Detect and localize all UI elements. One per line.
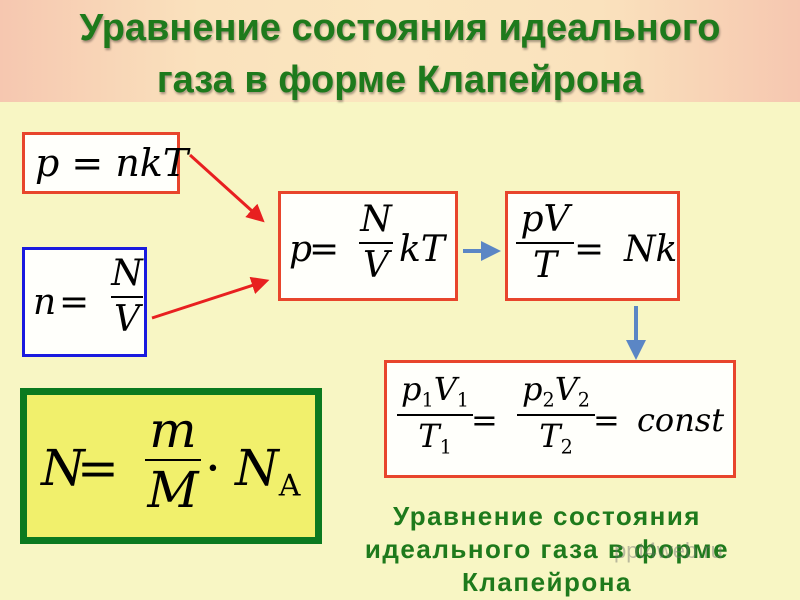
- denominator-V: V: [363, 245, 389, 286]
- title-banner: [0, 0, 800, 102]
- red-arrow-from-concentration: [151, 276, 270, 320]
- symbol-p: p: [289, 229, 313, 270]
- fraction-N-over-V: N V: [359, 202, 393, 284]
- equals-sign: =: [574, 229, 605, 270]
- watermark: ppt4web.ru: [614, 538, 723, 563]
- caption-line-1: Уравнение состояния: [393, 501, 701, 531]
- bottom-caption: Уравнение состояния идеального газа в фо…: [318, 500, 776, 599]
- symbol-p: p: [35, 141, 60, 185]
- pressure-formula: p = nkT: [35, 141, 188, 185]
- denominator-T1: T1: [418, 416, 452, 459]
- denominator-T2: T2: [539, 416, 573, 459]
- denominator-T: T: [532, 245, 557, 286]
- symbol-NA: NA: [235, 439, 301, 504]
- numerator-p2V2: p2V2: [521, 370, 591, 412]
- page-title: Уравнение состояния идеального газа в фо…: [0, 0, 800, 106]
- symbol-nkT: nkT: [115, 141, 189, 185]
- numerator-N: N: [360, 199, 392, 240]
- fraction-p2V2-over-T2: p2V2 T2: [517, 373, 595, 457]
- denominator-M: M: [147, 461, 199, 519]
- equals-sign-2: =: [593, 401, 620, 439]
- fraction-N-over-V: N V: [111, 256, 143, 338]
- denominator-V: V: [114, 299, 140, 340]
- symbol-const: const: [637, 401, 725, 439]
- numerator-N: N: [111, 253, 143, 294]
- caption-line-3: Клапейрона: [462, 567, 632, 597]
- equals-sign: =: [59, 141, 116, 185]
- dot-operator: ·: [205, 439, 221, 497]
- fraction-m-over-M: m M: [145, 405, 201, 515]
- title-line-1: Уравнение состояния идеального: [79, 7, 721, 49]
- symbol-n: n: [33, 282, 57, 323]
- particle-number-formula-box: N = m M · NA: [20, 388, 322, 544]
- pressure-formula-box: p = nkT: [22, 132, 188, 194]
- fraction-bar: [111, 296, 143, 298]
- numerator-pV: pV: [520, 199, 570, 240]
- red-arrow-from-pressure: [188, 153, 265, 223]
- numerator-m: m: [149, 401, 197, 459]
- title-line-2: газа в форме Клапейрона: [156, 59, 644, 101]
- pv-formula-box: pV T = Nk: [505, 191, 680, 301]
- concentration-formula-box: n = N V: [22, 247, 147, 357]
- caption-line-2: идеального газа в форме: [364, 534, 730, 564]
- clapeyron-formula-box: p1V1 T1 = p2V2 T2 = const: [384, 360, 736, 478]
- fraction-bar: [359, 242, 393, 244]
- numerator-p1V1: p1V1: [400, 370, 470, 412]
- combined-formula-box: p = N V kT: [278, 191, 458, 301]
- equals-sign-1: =: [471, 401, 498, 439]
- fraction-bar: [517, 413, 595, 416]
- fraction-bar: [145, 459, 201, 461]
- equals-sign: =: [59, 282, 90, 323]
- fraction-bar: [516, 242, 574, 244]
- fraction-bar: [397, 413, 473, 416]
- symbol-N: N: [41, 439, 85, 497]
- fraction-p1V1-over-T1: p1V1 T1: [397, 373, 473, 457]
- symbol-kT: kT: [399, 229, 445, 270]
- equals-sign: =: [309, 229, 340, 270]
- symbol-Nk: Nk: [624, 229, 678, 270]
- fraction-pV-over-T: pV T: [516, 202, 574, 284]
- equals-sign: =: [77, 439, 119, 497]
